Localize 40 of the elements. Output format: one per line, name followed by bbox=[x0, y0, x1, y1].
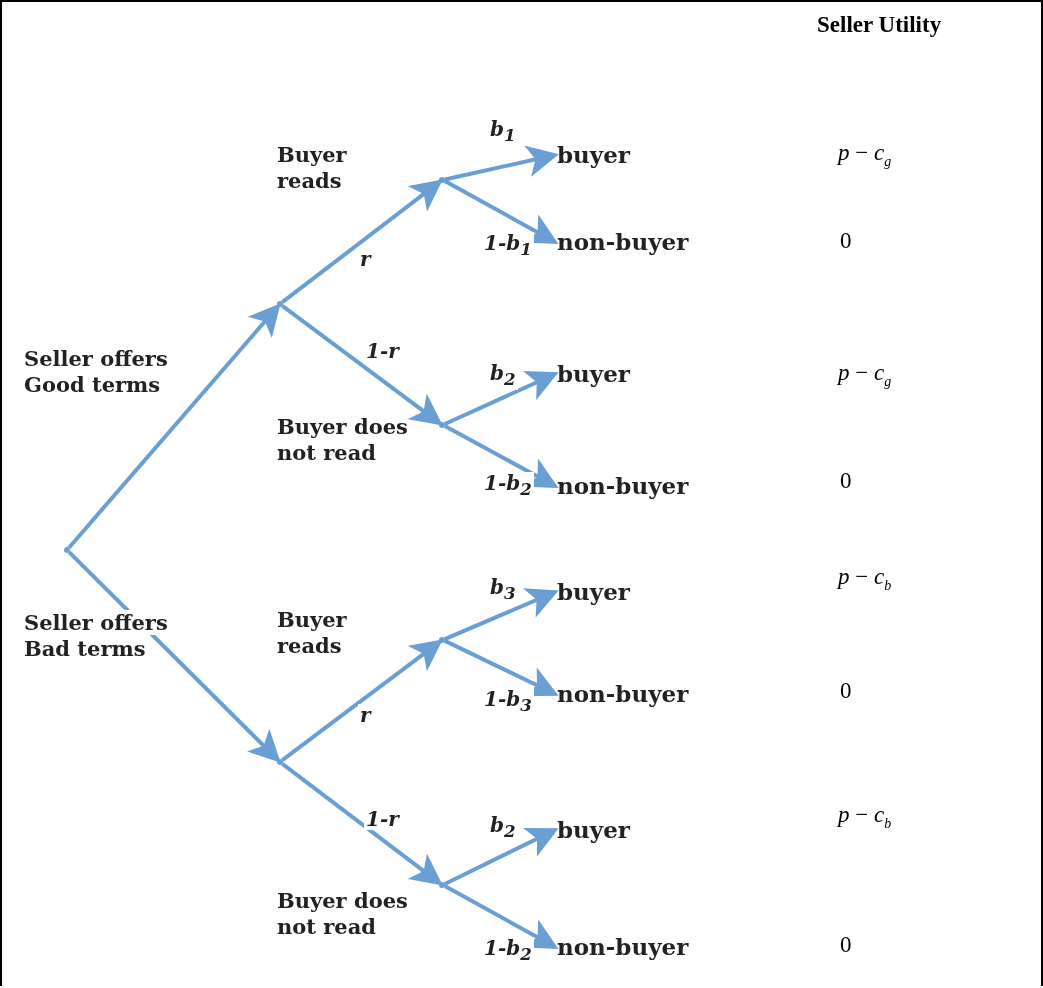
branch-point bbox=[277, 301, 283, 307]
branch-point bbox=[439, 637, 445, 643]
branch-arrow bbox=[444, 588, 559, 641]
outcome-label: non-buyer bbox=[557, 473, 689, 499]
outcome-label: buyer bbox=[557, 361, 630, 387]
branch-arrow bbox=[281, 304, 443, 426]
branch-point bbox=[439, 177, 445, 183]
utility-value: p − c$_{b}$ bbox=[838, 564, 892, 594]
branch-arrow bbox=[281, 762, 443, 886]
branch-arrow bbox=[443, 424, 559, 488]
utility-value: p − c$_{b}$ bbox=[838, 802, 892, 832]
heading: Seller Utility bbox=[817, 12, 942, 38]
probability-label: 1-r bbox=[364, 808, 401, 830]
branch-arrow bbox=[443, 884, 559, 949]
branch-arrow bbox=[67, 303, 281, 550]
outcome-label: buyer bbox=[557, 579, 630, 605]
branch-point bbox=[277, 759, 283, 765]
branch-point bbox=[64, 547, 70, 553]
utility-value: 0 bbox=[840, 228, 852, 254]
branch-arrow bbox=[281, 179, 443, 304]
branch-arrow bbox=[443, 827, 559, 886]
outcome-label: buyer bbox=[557, 817, 630, 843]
branch-arrow bbox=[444, 371, 559, 426]
outcome-label: non-buyer bbox=[557, 681, 689, 707]
utility-value: 0 bbox=[840, 678, 852, 704]
branch-point bbox=[439, 422, 445, 428]
utility-value: p − c$_{g}$ bbox=[838, 140, 892, 170]
outcome-label: non-buyer bbox=[557, 229, 689, 255]
branch-arrow bbox=[443, 179, 559, 244]
utility-value: 0 bbox=[840, 932, 852, 958]
branch-arrow bbox=[444, 145, 559, 182]
outcome-label: buyer bbox=[557, 142, 630, 168]
probability-label: b$_{2}$ bbox=[488, 362, 518, 390]
utility-value: p − c$_{g}$ bbox=[838, 360, 892, 390]
branch-arrow bbox=[67, 550, 281, 763]
branch-arrow bbox=[444, 639, 559, 697]
branch-point bbox=[439, 882, 445, 888]
outcome-label: non-buyer bbox=[557, 934, 689, 960]
branch-arrow bbox=[281, 639, 443, 762]
utility-value: 0 bbox=[840, 468, 852, 494]
